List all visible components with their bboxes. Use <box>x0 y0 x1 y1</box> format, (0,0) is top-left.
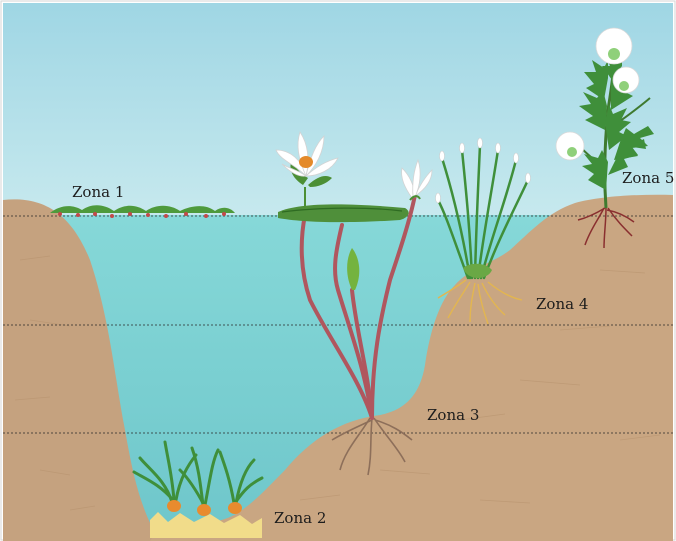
zone-label-4: Zona 4 <box>536 295 588 313</box>
zone-label-3: Zona 3 <box>427 406 479 424</box>
zone-label-5: Zona 5 <box>622 169 674 187</box>
zone-label-2: Zona 2 <box>274 509 326 527</box>
zone-label-1: Zona 1 <box>72 183 124 201</box>
